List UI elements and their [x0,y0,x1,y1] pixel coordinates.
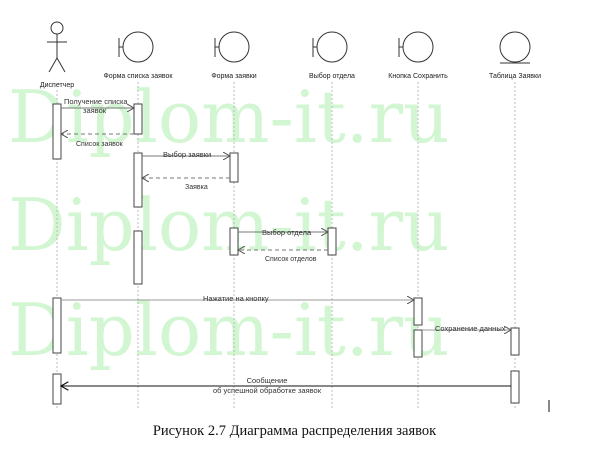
watermark: Diplom-it.ru Diplom-it.ru Diplom-it.ru [8,75,449,372]
boundary-request-form-icon [214,31,250,63]
message-request-label: Заявка [185,184,208,191]
activation-list-form-2 [133,152,143,208]
figure-caption: Рисунок 2.7 Диаграмма распределения заяв… [152,423,437,439]
lifeline-label-request-list-form: Форма списка заявок [103,73,173,80]
activation-dispatcher-3 [52,373,62,405]
activation-request-form-1 [229,152,239,183]
lifeline-label-request-form: Форма заявки [211,73,256,80]
watermark-text-2: Diplom-it.ru [8,183,449,267]
actor-head-icon [50,21,64,35]
lifeline-label-save-button: Кнопка Сохранить [388,73,448,80]
activation-save-button-2 [413,329,423,358]
activation-save-button-1 [413,297,423,326]
message-get-list-label-2: заявок [83,106,107,115]
entity-requests-table-icon [499,31,531,64]
activation-requests-table-1 [510,327,520,356]
watermark-text-3: Diplom-it.ru [8,288,449,372]
message-success-label-2: об успешной обработке заявок [213,386,322,395]
activation-department-select [327,227,337,256]
boundary-department-select-icon [312,31,348,63]
activation-requests-table-2 [510,370,520,404]
activation-dispatcher-1 [52,103,62,160]
lifeline-label-dispatcher: Диспетчер [40,82,74,89]
activation-dispatcher-2 [52,297,62,354]
messages: Получение списка заявок Список заявок Вы… [61,97,511,395]
message-select-department-label: Выбор отдела [262,228,312,237]
message-click-button-label: Нажатие на кнопку [203,294,269,303]
boundary-request-list-form-icon [118,31,154,63]
activations [52,103,520,405]
actor-dispatcher [47,21,67,73]
lifeline-label-department-select: Выбор отдела [309,72,355,80]
activation-list-form-3 [133,230,143,285]
message-department-list-label: Список отделов [265,256,317,263]
activation-list-form-1 [133,103,143,135]
lifeline-label-requests-table: Таблица Заявки [489,72,541,80]
message-request-list-label: Список заявок [76,141,124,148]
boundary-save-button-icon [398,31,434,63]
activation-request-form-2 [229,227,239,256]
message-get-list-label-1: Получение списка [64,97,128,106]
message-success-label-1: Сообщение [247,376,288,385]
message-save-data-label: Сохранение данных [435,324,506,333]
message-select-request-label: Выбор заявки [163,150,211,159]
watermark-text-1: Diplom-it.ru [8,75,449,159]
